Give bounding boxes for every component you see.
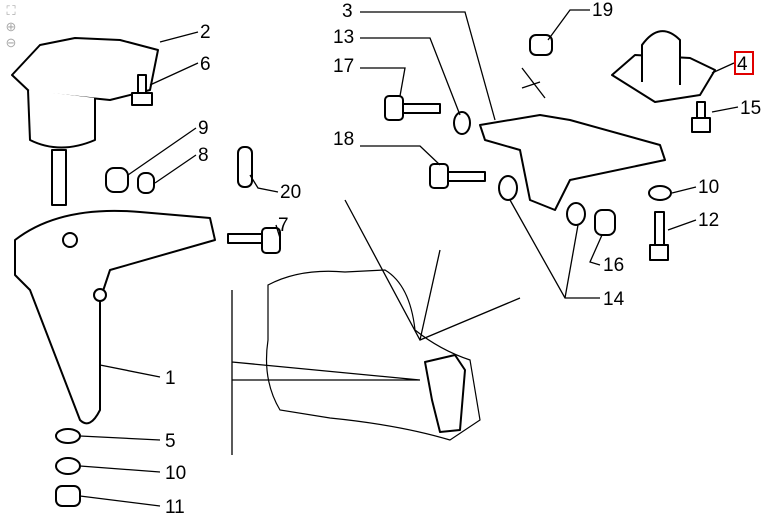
callout-15[interactable]: 15	[740, 98, 761, 119]
part-14-washer-2[interactable]	[566, 202, 586, 226]
callout-11[interactable]: 11	[165, 497, 185, 515]
callout-9[interactable]: 9	[198, 118, 209, 139]
callout-13[interactable]: 13	[333, 27, 354, 48]
callout-8[interactable]: 8	[198, 145, 209, 166]
callout-19[interactable]: 19	[592, 0, 613, 21]
callout-16[interactable]: 16	[603, 255, 624, 276]
part-5-washer[interactable]	[55, 428, 81, 444]
part-10-washer-right[interactable]	[648, 185, 672, 201]
part-20-plate[interactable]	[237, 146, 253, 188]
zoom-out-icon[interactable]: ⊖	[5, 35, 17, 50]
part-4-mount[interactable]	[611, 30, 716, 103]
part-10-washer[interactable]	[55, 457, 81, 475]
callout-2[interactable]: 2	[200, 22, 211, 43]
callout-5[interactable]: 5	[165, 431, 176, 452]
part-11-nut[interactable]	[55, 485, 81, 507]
callout-3[interactable]: 3	[342, 1, 353, 22]
part-13-washer[interactable]	[453, 111, 471, 135]
part-8-washer[interactable]	[137, 172, 155, 194]
part-15-bolt[interactable]	[691, 101, 711, 133]
engine-mount-inset	[424, 354, 466, 433]
part-2-mount[interactable]	[11, 37, 159, 206]
fit-to-screen-icon[interactable]: ⛶	[6, 3, 16, 18]
callout-6[interactable]: 6	[200, 54, 211, 75]
callout-1[interactable]: 1	[165, 368, 176, 389]
part-9-bushing[interactable]	[105, 167, 129, 193]
part-18-bolt[interactable]	[429, 163, 486, 189]
part-16-bushing[interactable]	[594, 209, 616, 236]
part-19-bushing[interactable]	[529, 34, 553, 56]
callout-10-right[interactable]: 10	[698, 177, 719, 198]
callout-20[interactable]: 20	[280, 182, 301, 203]
engine-outline	[265, 269, 481, 441]
part-14-washer[interactable]	[498, 175, 518, 201]
callout-14[interactable]: 14	[603, 289, 625, 310]
part-1-bracket[interactable]	[14, 209, 216, 425]
part-17-bolt[interactable]	[384, 95, 441, 121]
part-7-bolt[interactable]	[227, 227, 281, 254]
zoom-in-icon[interactable]: ⊕	[5, 19, 17, 34]
viewer-toolbar: ⛶ ⊕ ⊖	[4, 4, 18, 52]
callout-12[interactable]: 12	[698, 210, 719, 231]
callout-7[interactable]: 7	[278, 215, 289, 236]
part-3-arm[interactable]	[479, 114, 666, 211]
selected-part-highlight	[734, 51, 754, 75]
callout-10-left[interactable]: 10	[165, 463, 186, 484]
part-6-bolt[interactable]	[131, 74, 153, 106]
callout-17[interactable]: 17	[333, 56, 354, 77]
callout-18[interactable]: 18	[333, 129, 354, 150]
part-12-bolt[interactable]	[649, 211, 669, 261]
callout-4[interactable]: 4	[737, 54, 748, 75]
